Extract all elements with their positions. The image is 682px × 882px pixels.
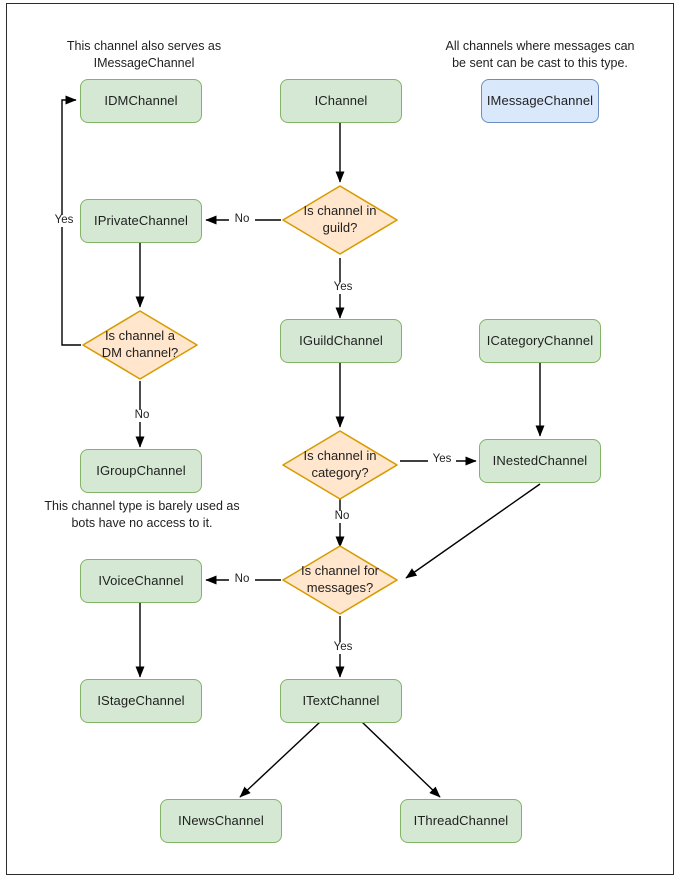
node-iprivatechannel[interactable]: IPrivateChannel xyxy=(80,199,202,243)
node-istagechannel-label: IStageChannel xyxy=(97,692,185,708)
node-icategorychannel[interactable]: ICategoryChannel xyxy=(479,319,601,363)
decision-is-channel-a-dm-channel-label: Is channel a DM channel? xyxy=(96,328,185,362)
decision-dm-line1: Is channel a xyxy=(104,328,176,344)
node-iprivatechannel-label: IPrivateChannel xyxy=(94,212,188,228)
decision-is-channel-in-category-label: Is channel in category? xyxy=(298,448,383,482)
edge-label-dm-yes: Yes xyxy=(49,214,79,227)
edge-itextchannel-to-inewschannel xyxy=(239,721,321,798)
node-istagechannel[interactable]: IStageChannel xyxy=(80,679,202,723)
node-iguildchannel-label: IGuildChannel xyxy=(299,332,383,348)
decision-is-channel-in-guild-label: Is channel in guild? xyxy=(298,203,383,237)
edge-label-category-no: No xyxy=(329,510,355,523)
edge-label-messages-no: No xyxy=(229,573,255,586)
edge-label-dm-no: No xyxy=(129,409,155,422)
decision-messages-line2: messages? xyxy=(306,580,374,595)
node-idmchannel-label: IDMChannel xyxy=(104,92,178,108)
note-dm-channel: This channel also serves as IMessageChan… xyxy=(66,39,222,70)
node-idmchannel[interactable]: IDMChannel xyxy=(80,79,202,123)
note-message-channel: All channels where messages can be sent … xyxy=(445,39,635,70)
node-igroupchannel[interactable]: IGroupChannel xyxy=(80,449,202,493)
edge-label-category-yes: Yes xyxy=(428,453,456,466)
decision-guild-line2: guild? xyxy=(322,220,358,235)
decision-category-line1: Is channel in xyxy=(303,448,377,464)
edge-inestedchannel-to-messages xyxy=(405,483,541,579)
diamond-shape-dm xyxy=(82,310,198,380)
node-imessagechannel-label: IMessageChannel xyxy=(486,92,594,108)
node-itextchannel-label: ITextChannel xyxy=(302,692,380,708)
decision-guild-line1: Is channel in xyxy=(303,203,377,219)
edge-itextchannel-to-ithreadchannel xyxy=(361,721,441,798)
decision-category-line2: category? xyxy=(311,465,369,480)
edge-label-guild-yes: Yes xyxy=(329,281,357,294)
decision-dm-line2: DM channel? xyxy=(101,345,179,360)
node-igroupchannel-label: IGroupChannel xyxy=(96,462,186,478)
node-ichannel[interactable]: IChannel xyxy=(280,79,402,123)
node-inewschannel-label: INewsChannel xyxy=(178,812,264,828)
decision-is-channel-in-guild[interactable]: Is channel in guild? xyxy=(281,184,399,256)
edge-label-messages-yes: Yes xyxy=(329,641,357,654)
node-ichannel-label: IChannel xyxy=(314,92,368,108)
node-imessagechannel[interactable]: IMessageChannel xyxy=(481,79,599,123)
node-itextchannel[interactable]: ITextChannel xyxy=(280,679,402,723)
decision-is-channel-for-messages[interactable]: Is channel for messages? xyxy=(281,544,399,616)
note-group-channel: This channel type is barely used as bots… xyxy=(44,499,240,530)
diamond-shape-messages xyxy=(282,545,398,615)
decision-messages-line1: Is channel for xyxy=(300,563,380,579)
decision-is-channel-a-dm-channel[interactable]: Is channel a DM channel? xyxy=(81,309,199,381)
node-inestedchannel[interactable]: INestedChannel xyxy=(479,439,601,483)
decision-is-channel-in-category[interactable]: Is channel in category? xyxy=(281,429,399,501)
node-ithreadchannel[interactable]: IThreadChannel xyxy=(400,799,522,843)
node-icategorychannel-label: ICategoryChannel xyxy=(486,332,594,348)
node-inewschannel[interactable]: INewsChannel xyxy=(160,799,282,843)
decision-is-channel-for-messages-label: Is channel for messages? xyxy=(295,563,385,597)
node-ivoicechannel-label: IVoiceChannel xyxy=(98,572,184,588)
node-ivoicechannel[interactable]: IVoiceChannel xyxy=(80,559,202,603)
edge-label-guild-no: No xyxy=(229,213,255,226)
node-iguildchannel[interactable]: IGuildChannel xyxy=(280,319,402,363)
node-inestedchannel-label: INestedChannel xyxy=(492,452,588,468)
diamond-shape-category xyxy=(282,430,398,500)
diamond-shape-guild xyxy=(282,185,398,255)
node-ithreadchannel-label: IThreadChannel xyxy=(413,812,509,828)
